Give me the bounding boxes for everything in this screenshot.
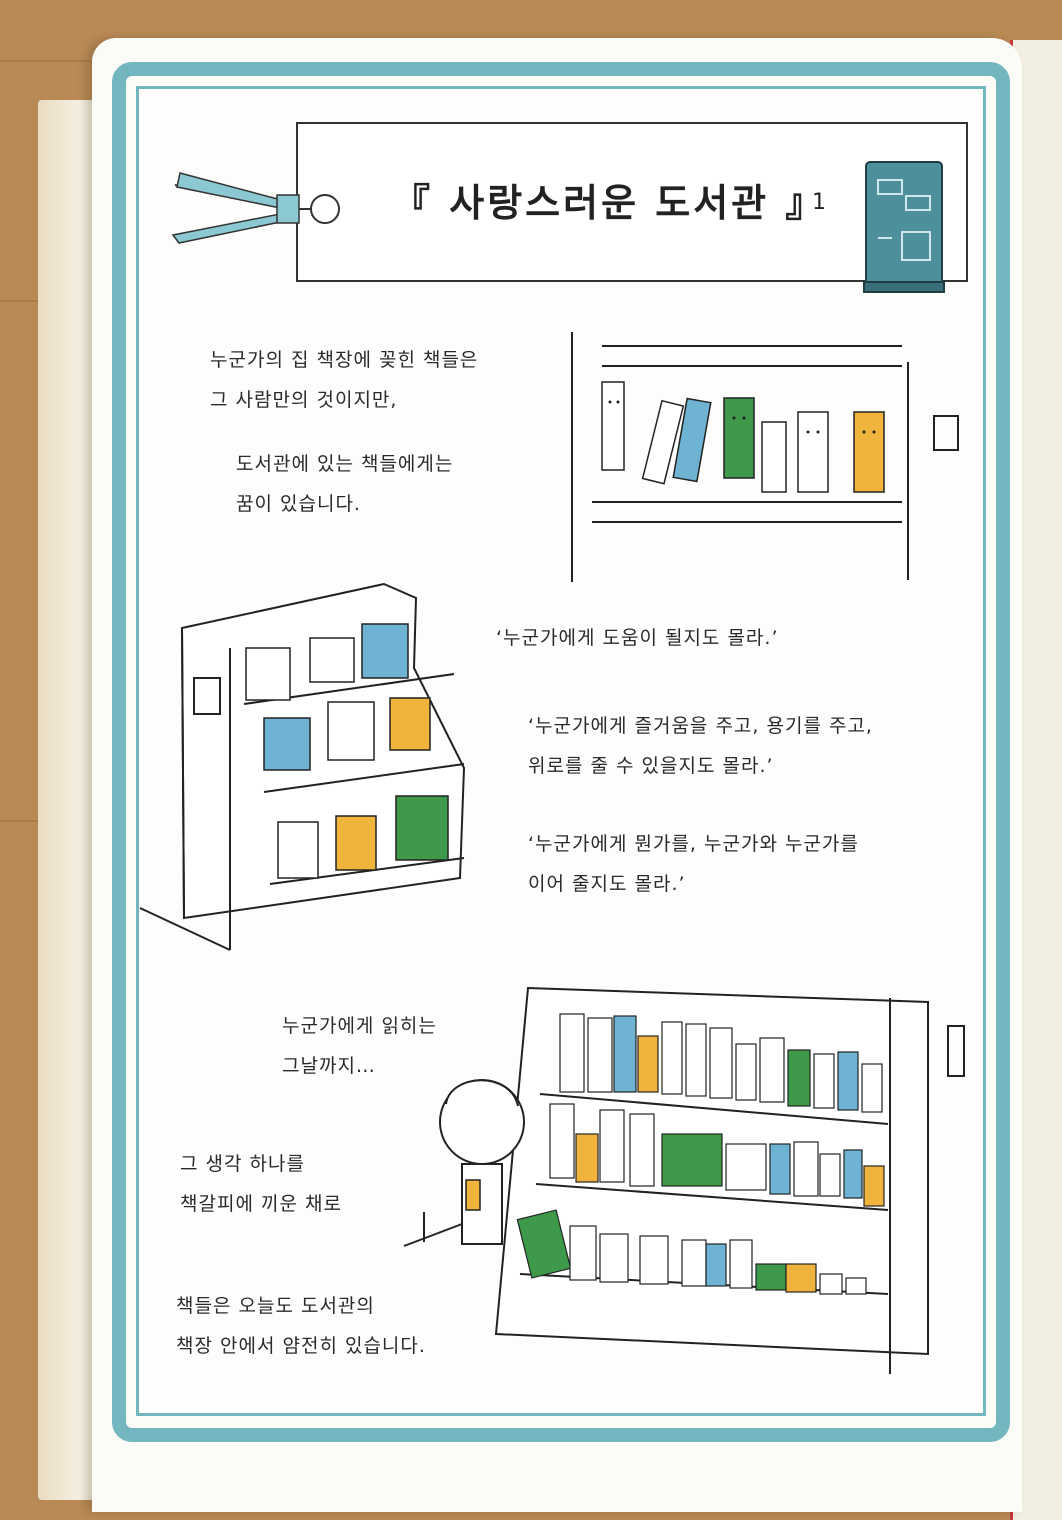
page-frame-outer: [112, 62, 1010, 1442]
dream-text: 도서관에 있는 책들에게는 꿈이 있습니다.: [236, 453, 454, 515]
page-title-number: 1: [812, 190, 826, 215]
quote-joy: ‘누군가에게 즐거움을 주고, 용기를 주고, 위로를 줄 수 있을지도 몰라.…: [528, 715, 873, 777]
quote-help: ‘누군가에게 도움이 될지도 몰라.’: [496, 627, 779, 649]
display-rack-illustration: [139, 582, 466, 951]
bookmark-tassel-icon: [171, 172, 340, 244]
intro-text: 누군가의 집 책장에 꽂힌 책들은 그 사람만의 것이지만,: [210, 349, 479, 411]
page-title: 『 사랑스러운 도서관 』: [392, 181, 827, 225]
bookcase-child-illustration: [403, 986, 965, 1374]
shelf-books-illustration: [571, 332, 959, 582]
book-icon: [863, 161, 945, 293]
thought-text: 그 생각 하나를 책갈피에 끼운 채로: [180, 1153, 342, 1215]
ending-text: 책들은 오늘도 도서관의 책장 안에서 얌전히 있습니다.: [176, 1295, 426, 1357]
until-text: 누군가에게 읽히는 그날까지…: [282, 1015, 437, 1077]
quote-connect: ‘누군가에게 뭔가를, 누군가와 누군가를 이어 줄지도 몰라.’: [528, 833, 859, 895]
